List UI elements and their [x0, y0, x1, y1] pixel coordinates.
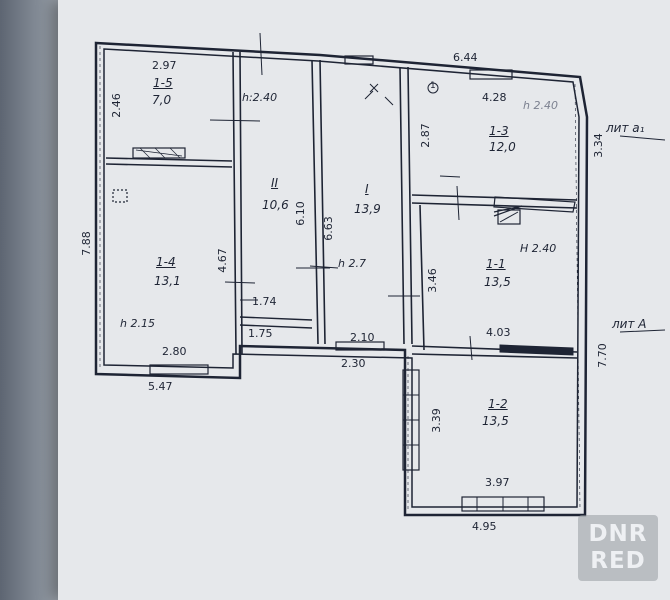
dim-label: 1.75	[248, 327, 273, 340]
room-area: 13,1	[154, 274, 181, 288]
room-code: 1-3	[489, 124, 509, 138]
window	[132, 147, 186, 159]
dim-label: 2.30	[341, 357, 366, 370]
height-label: h 2.15	[120, 317, 155, 330]
dim-label: 4.03	[486, 326, 511, 339]
exterior-wall-inner	[103, 48, 580, 508]
dim-label: 2.97	[152, 59, 177, 72]
dim-label: 3.46	[425, 268, 439, 293]
window-mullion	[403, 394, 419, 446]
dim-label: 2.10	[350, 331, 375, 344]
stove	[499, 344, 574, 356]
room-code: 1-5	[153, 76, 173, 90]
height-label: h 2.40	[523, 99, 558, 112]
interior-wall	[399, 66, 413, 345]
ref-number: 1	[430, 81, 436, 91]
window-mullion	[476, 497, 529, 511]
dim-label: 7.70	[595, 343, 609, 368]
room-area: 13,5	[484, 275, 511, 289]
dim-label: 3.39	[429, 408, 443, 433]
appliance	[497, 209, 521, 225]
wall-hatching	[99, 46, 581, 510]
interior-wall	[239, 316, 313, 329]
room-code: 1-4	[156, 255, 176, 269]
dim-label: 4.95	[472, 520, 497, 533]
dim-label: 4.28	[482, 91, 507, 104]
room-area: 12,0	[489, 140, 516, 154]
litera-pointer	[619, 135, 666, 333]
dim-label: 6.63	[321, 216, 335, 241]
window	[469, 69, 513, 80]
dim-label: 6.44	[453, 51, 478, 64]
interior-wall	[311, 59, 326, 345]
room-area: 7,0	[152, 93, 172, 107]
room-code: 1-2	[488, 397, 508, 411]
watermark-line: RED	[590, 548, 646, 574]
height-label: h:2.40	[242, 91, 278, 104]
dim-label: 3.97	[485, 476, 510, 489]
interior-wall	[105, 157, 233, 168]
dim-label: 7.88	[79, 231, 93, 256]
watermark-logo: DNR RED	[578, 515, 658, 581]
dim-label: 5.47	[148, 380, 173, 393]
window	[149, 364, 209, 375]
watermark-line: DNR	[588, 521, 648, 547]
door-mark	[364, 83, 394, 106]
room-code: 1-1	[486, 257, 506, 271]
dim-label: 6.10	[293, 201, 307, 226]
room-code: I	[365, 182, 369, 196]
dim-label: 2.46	[109, 93, 123, 118]
dim-label: 3.34	[591, 133, 605, 158]
room-code: II	[271, 176, 279, 190]
window	[335, 341, 385, 351]
room-area: 13,9	[354, 202, 381, 216]
interior-wall	[232, 51, 243, 355]
dimension-tick	[209, 32, 473, 361]
litera-label: лит а₁	[606, 121, 645, 135]
window	[344, 55, 374, 65]
dim-label: 1.74	[252, 295, 277, 308]
height-label: H 2.40	[520, 242, 557, 255]
ref-circle	[427, 82, 439, 94]
litera-label: лит А	[612, 317, 647, 331]
dim-label: 2.87	[418, 123, 432, 148]
chimney	[112, 189, 128, 203]
dim-label: 2.80	[162, 345, 187, 358]
height-label: h 2.7	[338, 257, 366, 270]
paper-sheet	[58, 0, 670, 600]
dim-label: 4.67	[215, 248, 229, 273]
room-area: 13,5	[482, 414, 509, 428]
window-hatch	[135, 147, 183, 159]
room-area: 10,6	[262, 198, 289, 212]
